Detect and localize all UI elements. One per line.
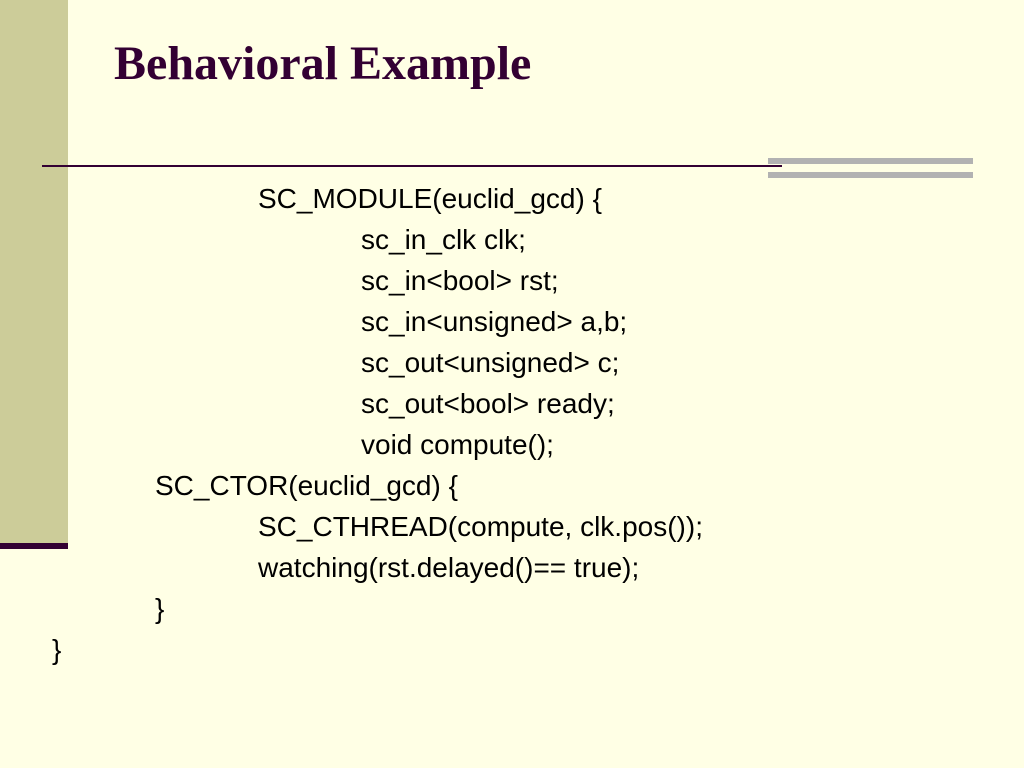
code-line: sc_out<bool> ready; bbox=[361, 388, 615, 419]
code-line: sc_in<bool> rst; bbox=[361, 265, 559, 296]
left-bar-underline bbox=[0, 543, 68, 549]
code-line: sc_out<unsigned> c; bbox=[361, 347, 620, 378]
title-divider-accent-bottom bbox=[768, 172, 973, 178]
code-line: watching(rst.delayed()== true); bbox=[258, 552, 640, 583]
code-line: SC_MODULE(euclid_gcd) { bbox=[258, 183, 602, 214]
code-line: void compute(); bbox=[361, 429, 554, 460]
code-line: sc_in_clk clk; bbox=[361, 224, 526, 255]
title-divider-line bbox=[42, 165, 782, 167]
left-decorative-bar bbox=[0, 0, 68, 543]
title-divider-accent-top bbox=[768, 158, 973, 164]
code-line: } bbox=[52, 634, 62, 665]
code-line: sc_in<unsigned> a,b; bbox=[361, 306, 628, 337]
slide-title: Behavioral Example bbox=[114, 37, 532, 90]
code-line: SC_CTHREAD(compute, clk.pos()); bbox=[258, 511, 703, 542]
code-line: } bbox=[155, 593, 165, 624]
code-line: SC_CTOR(euclid_gcd) { bbox=[155, 470, 458, 501]
